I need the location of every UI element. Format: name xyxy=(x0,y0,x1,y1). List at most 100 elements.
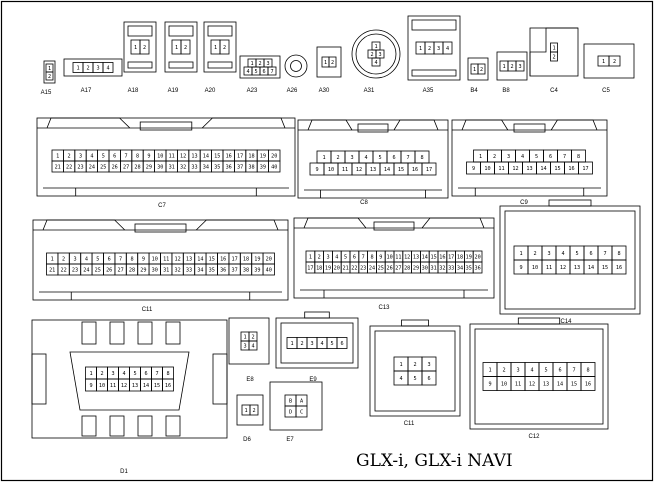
pin-number: 13 xyxy=(413,254,419,260)
pin-number: 3 xyxy=(79,153,82,159)
pin-number: 33 xyxy=(191,164,197,170)
pin-number: 28 xyxy=(134,164,140,170)
pin-number: A xyxy=(300,398,304,404)
pin-number: 30 xyxy=(422,265,428,271)
pin-cell xyxy=(550,51,558,62)
connector-label: A31 xyxy=(364,88,375,94)
pin-number: 7 xyxy=(563,154,566,160)
pin-number: 2 xyxy=(184,45,187,51)
pin-number: 18 xyxy=(316,265,322,271)
pin-number: 2 xyxy=(493,154,496,160)
pin-number: 7 xyxy=(125,153,128,159)
pin-number: 22 xyxy=(60,267,66,273)
pin-number: 3 xyxy=(547,251,550,257)
pin-number: 9 xyxy=(379,254,382,260)
connector-label: C11 xyxy=(404,421,415,427)
pin-number: 1 xyxy=(473,67,476,73)
pin-number: 2 xyxy=(510,64,513,70)
pin-number: 16 xyxy=(165,383,171,389)
pin-number: 4 xyxy=(335,254,338,260)
connector-label: A17 xyxy=(81,88,92,94)
pin-number: 4 xyxy=(90,153,93,159)
pin-number: 12 xyxy=(512,166,518,172)
pin-number: 9 xyxy=(315,167,318,173)
pin-number: 14 xyxy=(203,153,209,159)
pin-number: 2 xyxy=(413,362,416,368)
connector-label: A23 xyxy=(247,88,258,94)
pin-number: 2 xyxy=(613,59,616,65)
pin-number: 16 xyxy=(439,254,445,260)
pin-number: 8 xyxy=(617,251,620,257)
pin-number: 3 xyxy=(96,65,99,71)
connector-label: C9 xyxy=(520,200,528,206)
connector-label: D6 xyxy=(243,437,251,443)
connector-label: A18 xyxy=(128,88,139,94)
pin-number: 39 xyxy=(260,164,266,170)
pin-number: 10 xyxy=(99,383,105,389)
pin-number: 3 xyxy=(73,256,76,262)
pin-number: 14 xyxy=(143,383,149,389)
pin-number: 2 xyxy=(318,254,321,260)
pin-number: 32 xyxy=(180,164,186,170)
pin-number: 18 xyxy=(457,254,463,260)
pin-number: 4 xyxy=(399,376,402,382)
pin-number: 2 xyxy=(300,341,303,347)
connector-label: E8 xyxy=(246,377,254,383)
pin-number: 1 xyxy=(479,154,482,160)
connector-label: A19 xyxy=(168,88,179,94)
pin-number: 2 xyxy=(223,45,226,51)
pin-number: 3 xyxy=(350,155,353,161)
pin-cell xyxy=(139,39,150,55)
connector-label: C5 xyxy=(602,88,610,94)
pin-number: 22 xyxy=(351,265,357,271)
pin-number: 1 xyxy=(48,66,51,72)
pin-number: 11 xyxy=(110,383,116,389)
pin-number: 36 xyxy=(220,267,226,273)
connector-label: C12 xyxy=(528,434,540,440)
pin-number: 2 xyxy=(552,54,555,60)
pin-number: 5 xyxy=(575,251,578,257)
pin-number: 2 xyxy=(480,67,483,73)
pin-number: 2 xyxy=(48,74,51,80)
pin-cell xyxy=(248,340,258,351)
pin-number: 26 xyxy=(112,164,118,170)
pin-number: 1 xyxy=(214,45,217,51)
pin-number: 4 xyxy=(561,251,564,257)
pin-number: 2 xyxy=(336,155,339,161)
pin-number: 40 xyxy=(271,164,277,170)
pin-number: 10 xyxy=(501,381,507,387)
pin-number: 13 xyxy=(191,153,197,159)
pin-number: 4 xyxy=(246,69,249,75)
pin-number: 17 xyxy=(448,254,454,260)
pin-number: 15 xyxy=(554,166,560,172)
pin-number: 2 xyxy=(252,408,255,414)
pin-number: 26 xyxy=(106,267,112,273)
pin-number: 7 xyxy=(155,371,158,377)
pin-number: 3 xyxy=(437,46,440,52)
pin-number: 24 xyxy=(89,164,95,170)
pin-number: 7 xyxy=(270,69,273,75)
pin-number: 1 xyxy=(419,46,422,52)
pin-number: 14 xyxy=(197,256,203,262)
pin-number: 1 xyxy=(244,408,247,414)
pin-number: 14 xyxy=(422,254,428,260)
pin-number: 2 xyxy=(370,52,373,58)
pin-number: 12 xyxy=(404,254,410,260)
pin-number: 5 xyxy=(254,69,257,75)
pin-number: 12 xyxy=(174,256,180,262)
pin-number: 38 xyxy=(243,267,249,273)
pin-number: 2 xyxy=(331,60,334,66)
